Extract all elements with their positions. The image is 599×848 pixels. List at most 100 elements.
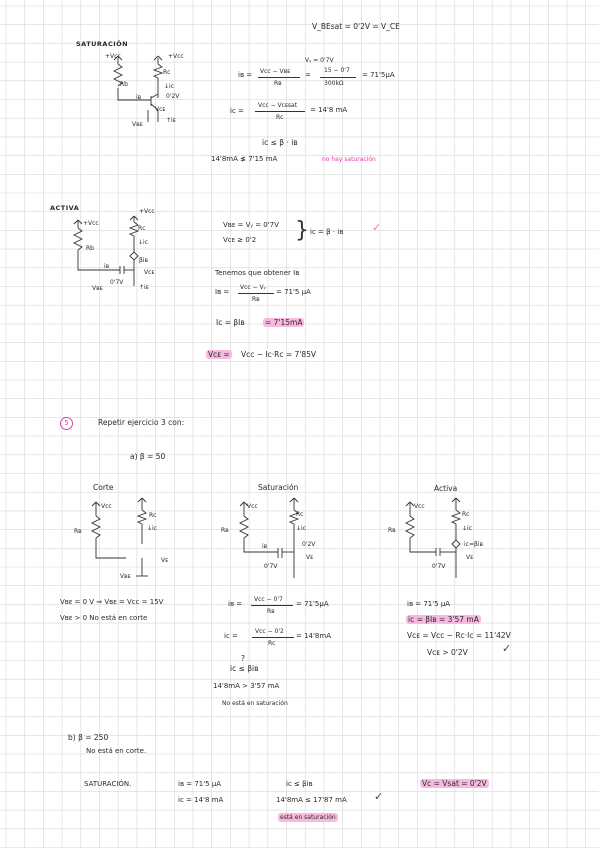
act-vce-result: Vᴄᴄ − Iᴄ·Rᴄ = 7'85V (241, 350, 317, 359)
sat2-verdict: No está en saturación (222, 700, 288, 707)
circuit-activa2-diagram (404, 497, 462, 578)
sat-verdict: no hay saturación (322, 156, 376, 163)
corte-vcc-label: Vcc (101, 503, 112, 510)
sat-ib-mid-numerator: 15 − 0'7 (324, 67, 350, 74)
corte-equation-2: Vʙᴇ > 0 No está en corte (60, 614, 148, 622)
act2-check-icon: ✓ (502, 642, 512, 655)
act2-rc-label: Rᴄ (462, 511, 470, 518)
act-rc-label: Rc (138, 225, 146, 232)
sat2-rc-label: Rᴄ (296, 511, 304, 518)
sat2-ic-lhs: iᴄ = (224, 632, 238, 640)
sat-vcc-right-label: +Vcc (168, 53, 184, 60)
act-vbe-label: Vʙᴇ (92, 285, 103, 292)
sat2-ib-result: = 71'5μA (296, 600, 329, 608)
b-ib: iʙ = 71'5 μA (178, 780, 222, 788)
act-v07-label: 0'7V (110, 279, 124, 286)
sat-rb-label: Rb (120, 81, 128, 88)
act-brace-result: iᴄ = β · iʙ (310, 228, 344, 236)
b-condition: iᴄ ≤ βiʙ (286, 780, 313, 788)
corte-equation-1: Vʙᴇ = 0 V ⇒ Vʙᴇ = Vᴄᴄ = 15V (60, 598, 164, 606)
sat-ic-label: ↓iᴄ (164, 83, 174, 90)
sat-v02-label: 0'2V (166, 93, 180, 100)
act-vce-label: Vᴄᴇ (144, 269, 155, 276)
sat-ib-mid-fraction-bar (320, 77, 356, 78)
sat2-ib-label: iʙ (262, 543, 268, 550)
act2-ve-label: Vᴇ (466, 554, 474, 561)
sat2-ic-numerator: Vᴄᴄ − 0'2 (255, 628, 284, 635)
act-ib-label: iʙ (104, 263, 110, 270)
sat-condition-values: 14'8mA ≰ 7'15 mA (211, 155, 278, 163)
sat-ib-denominator: Rʙ (274, 80, 282, 87)
act2-icbib-label: iᴄ=βiʙ (464, 541, 483, 548)
sat-ib-result: = 71'5μA (362, 71, 395, 79)
act2-ic-label: ↓iᴄ (462, 525, 472, 532)
act-ib-numerator: Vᴄᴄ − Vᵧ (240, 284, 266, 291)
corte-rb-label: Rʙ (74, 528, 82, 535)
sat2-v07-label: 0'7V (264, 563, 278, 570)
sat2-ic-fraction-bar (252, 637, 294, 638)
part-b-label: b) β = 250 (68, 733, 109, 742)
sat-ib-label: iʙ (136, 94, 142, 101)
act2-ib: iʙ = 71'5 μA (407, 600, 451, 608)
act-tenemos-text: Tenemos que obtener Iʙ (215, 269, 300, 277)
sat-vce-label: Vᴄᴇ (155, 106, 166, 113)
sat-condition: iᴄ ≤ β · iʙ (262, 138, 298, 147)
sat-vcc-left-label: +Vcc (105, 53, 121, 60)
sat-rc-label: Rc (163, 69, 171, 76)
act-ib-result: = 71'5 μA (276, 288, 311, 296)
act-ic-label: ↓iᴄ (138, 239, 148, 246)
sat2-ic-label: ↓iᴄ (296, 525, 306, 532)
circuit-corte-diagram (90, 497, 148, 577)
act-ic-equation: Iᴄ = βIʙ (216, 318, 245, 327)
sat2-ib-numerator: Vᴄᴄ − 0'7 (254, 596, 283, 603)
act-rb-label: Rb (86, 245, 94, 252)
corte-title: Corte (93, 483, 114, 492)
b-saturacion-label: SATURACIÓN. (84, 780, 132, 788)
activa-title: ACTIVA (50, 204, 80, 212)
vy-annotation: Vᵧ = 0'7V (305, 57, 334, 64)
sat2-ib-lhs: iʙ = (228, 600, 243, 608)
sat-vbe-label: Vʙᴇ (132, 121, 143, 128)
act-vcc-right-label: +Vcc (139, 208, 155, 215)
sat2-ib-fraction-bar (251, 605, 293, 606)
act-ib-lhs: Iʙ = (215, 288, 230, 296)
corte-vbe-label: Vʙᴇ (120, 573, 131, 580)
act-ib-denominator: Rʙ (252, 296, 260, 303)
sat2-condition-values: 14'8mA > 3'57 mA (213, 682, 280, 690)
sat2-ic-denominator: Rᴄ (268, 640, 276, 647)
b-verdict: está en saturación (278, 813, 338, 822)
sat2-vcc-label: Vcc (247, 503, 258, 510)
saturacion-title: SATURACIÓN (76, 40, 129, 48)
sat2-ve-label: Vᴇ (306, 554, 314, 561)
sat-ib-fraction-bar (258, 77, 300, 78)
act2-ic: iᴄ = βIʙ = 3'57 mA (406, 615, 481, 624)
part-b-note: No está en corte. (86, 747, 147, 755)
circuit-saturacion2-diagram (238, 497, 300, 578)
sat-ic-lhs: iᴄ = (230, 107, 244, 115)
sat2-ic-result: = 14'8mA (296, 632, 331, 640)
act-bib-label: βiʙ (139, 257, 148, 264)
b-vce: Vᴄ = Vsat = 0'2V (420, 779, 489, 788)
act-vcc-left-label: +Vcc (83, 220, 99, 227)
sat2-ib-denominator: Rʙ (267, 608, 275, 615)
exercise-number-badge: 5 (60, 417, 73, 430)
sat2-rb-label: Rʙ (221, 527, 229, 534)
act2-v07-label: 0'7V (432, 563, 446, 570)
sat-ib-lhs: iʙ = (238, 71, 253, 79)
sat-ib-numerator: Vᴄᴄ − Vʙᴇ (260, 68, 291, 75)
b-check-icon: ✓ (374, 790, 384, 803)
act-vce-label: Vᴄᴇ = (206, 350, 232, 359)
sat-ic-numerator: Vᴄᴄ − Vᴄᴇsat (258, 102, 298, 109)
corte-ic-label: ↓iᴄ (147, 525, 157, 532)
act-vbe-equation: Vʙᴇ = Vᵧ = 0'7V (223, 221, 279, 229)
circuit-saturacion-diagram (112, 55, 164, 122)
act2-rb-label: Rʙ (388, 527, 396, 534)
act-brace: } (295, 218, 309, 243)
circuit-activa-diagram (72, 215, 140, 286)
exercise-title: Repetir ejercicio 3 con: (98, 418, 185, 427)
act2-vce: Vᴄᴇ = Vᴄᴄ − Rᴄ·Iᴄ = 11'42V (407, 631, 511, 640)
act2-condition: Vᴄᴇ > 0'2V (427, 648, 468, 657)
act-ie-label: ↑iᴇ (139, 284, 149, 291)
b-ic: iᴄ = 14'8 mA (178, 796, 224, 804)
